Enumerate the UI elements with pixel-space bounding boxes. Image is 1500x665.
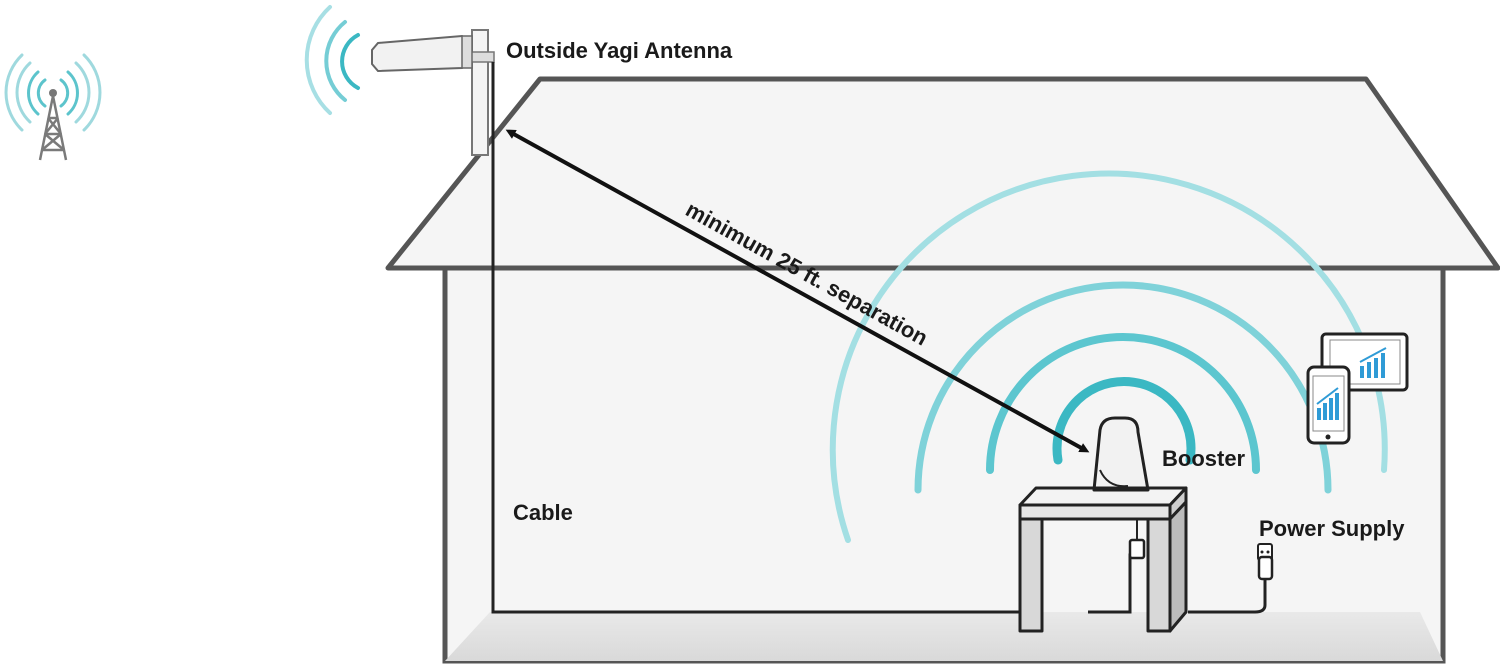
yagi-antenna-icon xyxy=(304,5,495,156)
separation-arrow xyxy=(505,129,1090,453)
smartphone-icon xyxy=(1306,365,1351,445)
house-floor xyxy=(445,612,1443,661)
house-roof xyxy=(385,76,1500,271)
outside-antenna-label: Outside Yagi Antenna xyxy=(506,38,733,63)
power-adapter-icon xyxy=(1188,555,1274,614)
cell-tower-icon xyxy=(4,53,102,161)
booster-label: Booster xyxy=(1162,446,1246,471)
table xyxy=(1018,486,1188,633)
cable-label: Cable xyxy=(513,500,573,525)
antenna-mast xyxy=(471,29,489,156)
booster-icon xyxy=(1088,416,1152,560)
house-walls xyxy=(442,265,1446,664)
power-supply-label: Power Supply xyxy=(1259,516,1405,541)
